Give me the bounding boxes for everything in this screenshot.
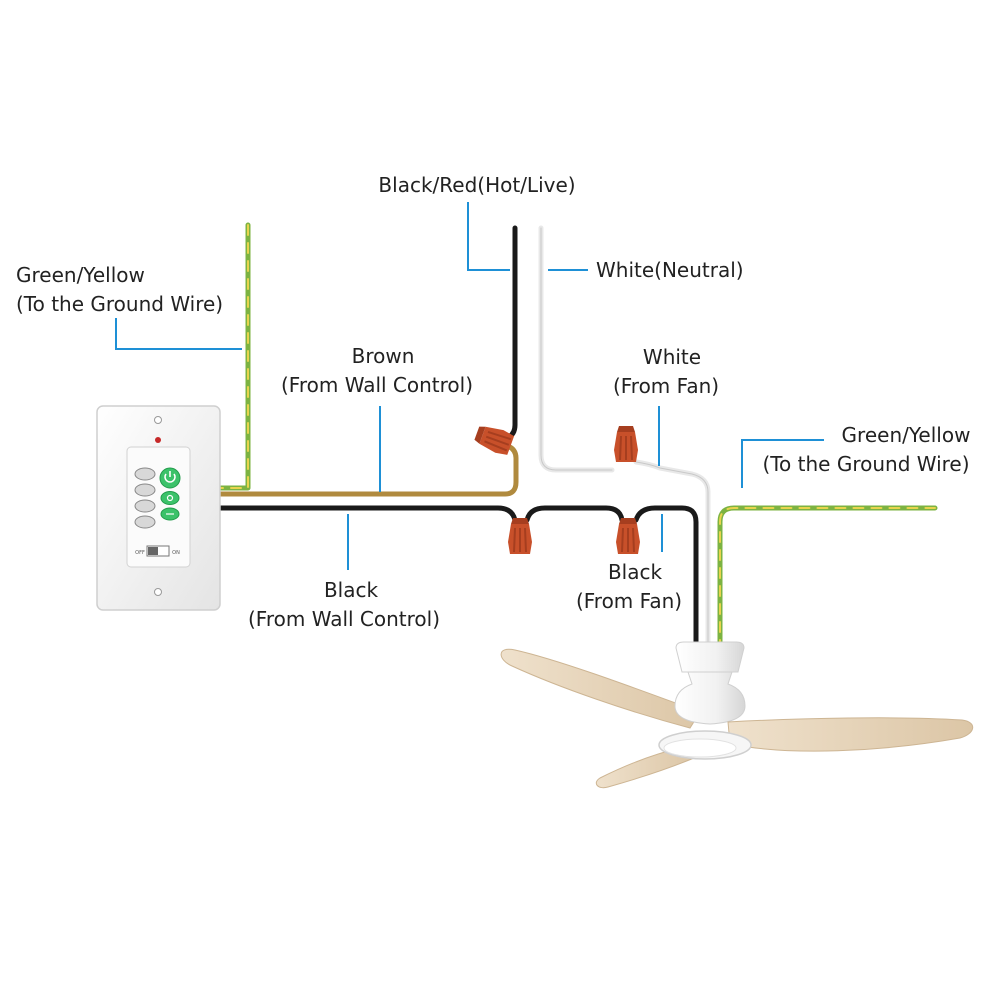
label-neutral: White(Neutral) [596,258,744,282]
label-brown-2: (From Wall Control) [281,373,473,397]
fan-blade [727,717,974,752]
fan-speed-buttons [134,467,156,529]
ground-wire-left-stripe [219,224,249,489]
label-white-fan-1: White [643,345,701,369]
fan-canopy [675,641,745,673]
label-ground-left-2: (To the Ground Wire) [16,292,223,316]
wire-nut-icon [613,425,639,463]
label-ground-right-1: Green/Yellow [842,423,971,447]
ground-wire-right [717,505,938,653]
label-black-wall-2: (From Wall Control) [248,607,440,631]
wire-nut-icon [507,517,533,555]
ground-wire-left [217,222,251,491]
hot-wire [497,225,518,443]
black-bridge-wire [524,505,625,523]
labels: Black/Red(Hot/Live) White(Neutral) Green… [16,173,970,631]
label-brown-1: Brown [352,344,415,368]
label-black-fan-1: Black [608,560,663,584]
black-fan-wire [633,505,699,653]
fan-blade [500,648,701,729]
label-black-wall-1: Black [324,578,379,602]
fan-blade [595,747,696,789]
switch-on-label: ON [172,550,180,556]
reverse-icon [160,507,180,521]
brown-wire [217,441,519,497]
light-icon [160,491,180,505]
switch-off-label: OFF [135,550,145,556]
fan-icon [500,641,974,789]
label-hot: Black/Red(Hot/Live) [378,173,575,197]
label-ground-left-1: Green/Yellow [16,263,145,287]
label-ground-right-2: (To the Ground Wire) [762,452,969,476]
power-slide-switch: OFF ON [135,545,180,557]
label-white-fan-2: (From Fan) [613,374,719,398]
wire-nut-icon [471,420,516,458]
indicator-led [155,437,161,443]
black-wall-wire [217,505,518,523]
power-icon [159,467,181,489]
leader-lines [115,202,824,570]
label-black-fan-2: (From Fan) [576,589,682,613]
wall-control-icon: OFF ON [96,405,221,611]
wire-nut-icon [615,517,641,555]
